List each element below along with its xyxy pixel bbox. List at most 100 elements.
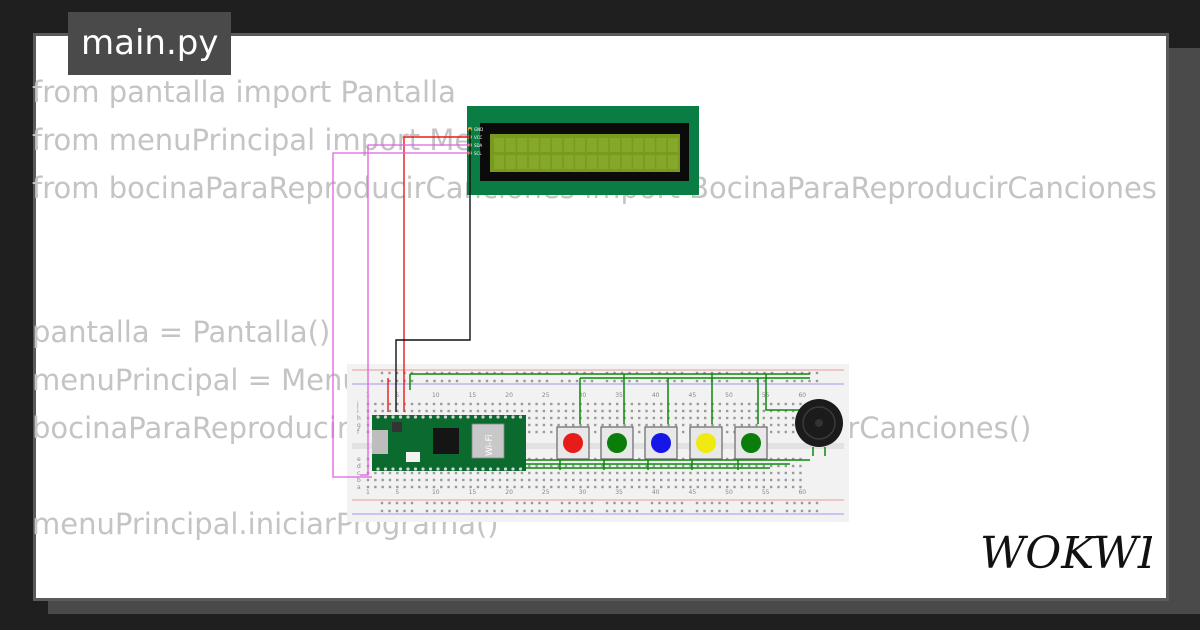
breadboard-hole (733, 423, 736, 427)
breadboard-hole (418, 409, 421, 413)
pushbutton-green-2[interactable] (734, 426, 768, 460)
breadboard-hole (718, 409, 722, 413)
breadboard-hole (550, 478, 553, 482)
breadboard-hole (568, 371, 571, 375)
breadboard-hole (718, 416, 722, 420)
breadboard-hole (769, 409, 773, 413)
breadboard-hole (762, 402, 766, 406)
breadboard-hole (535, 457, 538, 461)
breadboard-hole (579, 464, 582, 468)
breadboard-hole (381, 485, 384, 489)
breadboard-hole (388, 485, 392, 489)
breadboard-hole (586, 478, 590, 482)
board-pin (511, 467, 515, 471)
breadboard-hole (769, 478, 773, 482)
breadboard-hole (660, 416, 663, 420)
board-pin (473, 467, 478, 471)
breadboard-hole (485, 501, 489, 505)
breadboard-hole (755, 485, 758, 489)
breadboard-hole (520, 409, 524, 413)
col-label: 1 (366, 489, 370, 496)
breadboard-hole (538, 371, 541, 375)
breadboard-hole (403, 471, 406, 475)
breadboard-hole (658, 379, 661, 383)
breadboard-hole (564, 464, 568, 468)
pushbutton-blue[interactable] (644, 426, 678, 460)
breadboard-hole (785, 501, 789, 505)
lcd-cell (621, 138, 632, 152)
breadboard-hole (616, 471, 619, 475)
breadboard-hole (652, 478, 656, 482)
breadboard-hole (528, 471, 531, 475)
breadboard-hole (542, 457, 546, 461)
breadboard-hole (689, 409, 692, 413)
pushbutton-yellow[interactable] (689, 426, 723, 460)
breadboard-hole (696, 423, 700, 427)
breadboard-hole (594, 485, 597, 489)
breadboard-hole (506, 478, 509, 482)
pushbutton-red[interactable] (556, 426, 590, 460)
row-label: c (357, 470, 360, 477)
breadboard-hole (388, 409, 392, 413)
breadboard-hole (652, 485, 656, 489)
breadboard-hole (528, 409, 531, 413)
breadboard-hole (432, 409, 436, 413)
breadboard-hole (645, 478, 648, 482)
breadboard-hole (740, 371, 744, 375)
lcd-cell (586, 138, 597, 152)
breadboard-hole (808, 509, 811, 513)
breadboard-hole (667, 464, 670, 468)
breadboard-hole (470, 509, 474, 513)
breadboard-hole (748, 371, 751, 375)
breadboard-hole (755, 464, 758, 468)
row-label: a (357, 484, 361, 491)
breadboard-hole (520, 478, 524, 482)
breadboard-hole (755, 402, 758, 406)
col-label: 60 (798, 392, 806, 399)
breadboard-hole (418, 485, 421, 489)
breadboard-hole (620, 501, 624, 505)
wire-gnd-black (395, 129, 471, 412)
breadboard-hole (557, 402, 560, 406)
breadboard-hole (470, 501, 474, 505)
breadboard-hole (791, 430, 795, 434)
breadboard-hole (523, 509, 526, 513)
breadboard-hole (454, 402, 458, 406)
breadboard-hole (674, 464, 678, 468)
wire-sda-violet (360, 144, 470, 476)
breadboard-hole (493, 371, 496, 375)
breadboard-hole (542, 471, 546, 475)
breadboard-hole (491, 485, 494, 489)
breadboard-hole (791, 423, 795, 427)
breadboard-hole (454, 478, 458, 482)
breadboard-hole (740, 402, 744, 406)
breadboard-hole (725, 464, 729, 468)
board-pin (503, 467, 508, 471)
breadboard-hole (784, 478, 788, 482)
board-pin (503, 415, 508, 419)
breadboard-hole (513, 485, 516, 489)
breadboard-hole (560, 371, 564, 375)
breadboard-hole (535, 430, 538, 434)
breadboard-hole (493, 379, 496, 383)
pushbutton-green[interactable] (600, 426, 634, 460)
board-pin (398, 415, 403, 419)
lcd-cell (598, 155, 609, 169)
breadboard-hole (410, 485, 414, 489)
breadboard-hole (454, 409, 458, 413)
breadboard-hole (703, 409, 707, 413)
breadboard-hole (601, 464, 604, 468)
lcd-cell (610, 138, 620, 152)
breadboard-hole (703, 471, 707, 475)
breadboard-hole (755, 509, 759, 513)
breadboard-hole (652, 409, 656, 413)
breadboard-hole (689, 471, 692, 475)
breadboard-hole (674, 478, 678, 482)
breadboard-hole (740, 379, 744, 383)
row-label: i (357, 408, 359, 415)
breadboard-hole (755, 379, 759, 383)
breadboard-hole (665, 509, 669, 513)
breadboard-hole (696, 416, 700, 420)
breadboard-hole (658, 371, 661, 375)
breadboard-hole (403, 509, 406, 513)
